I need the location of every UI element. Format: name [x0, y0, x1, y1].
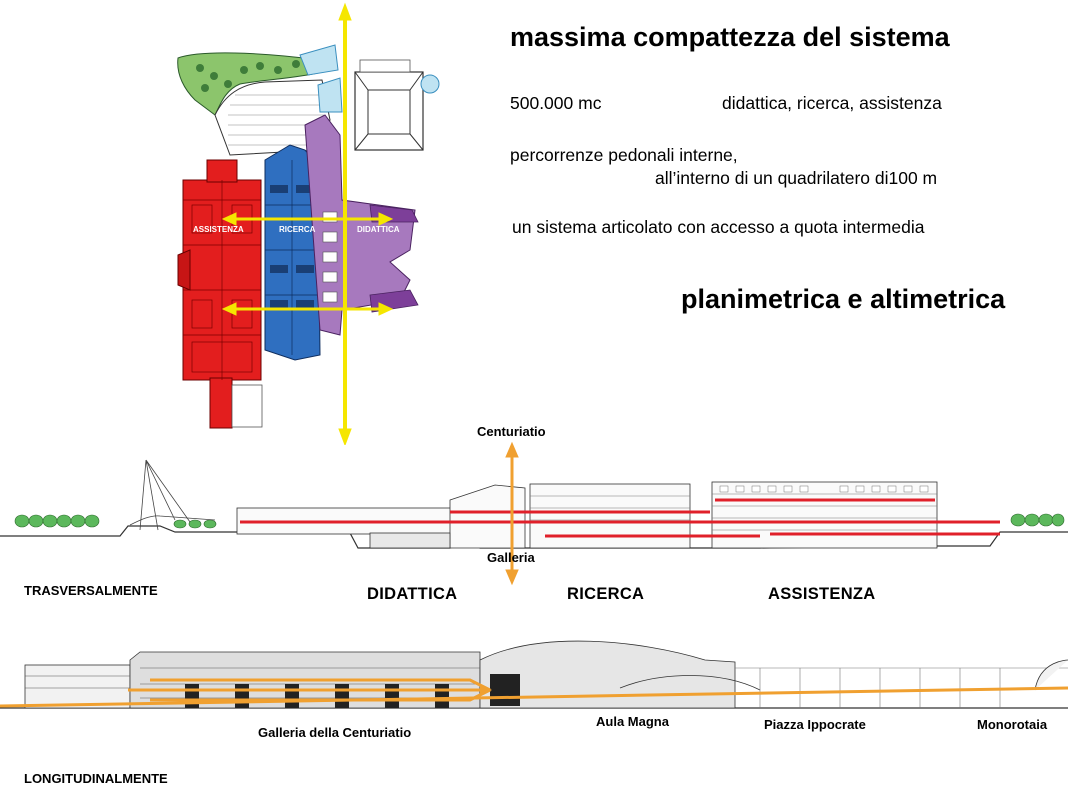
galleria-centuriatio-label: Galleria della Centuriatio	[258, 725, 412, 740]
trasversalmente-label: TRASVERSALMENTE	[24, 583, 158, 598]
trees-left	[14, 514, 100, 528]
centuriatio-label: Centuriatio	[477, 424, 546, 439]
zone-label-assistenza: ASSISTENZA	[768, 585, 876, 603]
green-park-area	[177, 52, 323, 116]
trees-right	[1010, 513, 1065, 527]
square-block	[354, 71, 424, 151]
aula-magna-label: Aula Magna	[596, 714, 669, 729]
main-heading: massima compattezza del sistema	[510, 22, 950, 52]
zone-label-ricerca: RICERCA	[567, 585, 645, 603]
yellow-axis-arrows	[221, 2, 394, 445]
galleria-label: Galleria	[487, 550, 535, 565]
site-plan-drawing: ASSISTENZA RICERCA DIDATTICA	[177, 2, 440, 445]
plan-label-didattica: DIDATTICA	[357, 225, 400, 234]
system-text: un sistema articolato con accesso a quot…	[512, 217, 925, 237]
paths-text-line1: percorrenze pedonali interne,	[510, 145, 738, 165]
red-path-lines	[240, 498, 1000, 538]
glass-canopy-2	[317, 77, 343, 113]
ricerca-block	[264, 144, 321, 361]
volume-text: 500.000 mc	[510, 93, 602, 113]
monorail-dome	[1034, 659, 1068, 691]
assistenza-block	[177, 159, 263, 429]
piazza-ippocrate-label: Piazza Ippocrate	[764, 717, 866, 732]
plan-label-ricerca: RICERCA	[279, 225, 316, 234]
sub-heading: planimetrica e altimetrica	[681, 284, 1006, 314]
functions-text: didattica, ricerca, assistenza	[722, 93, 942, 113]
round-pavilion	[420, 74, 440, 94]
plan-label-assistenza: ASSISTENZA	[193, 225, 244, 234]
zone-label-didattica: DIDATTICA	[367, 585, 458, 603]
monorotaia-label: Monorotaia	[977, 717, 1048, 732]
paths-text-line2: all’interno di un quadrilatero di100 m	[655, 168, 938, 188]
orange-path-lines	[0, 678, 1068, 708]
longitudinalmente-label: LONGITUDINALMENTE	[24, 771, 168, 786]
glass-canopy	[299, 44, 339, 76]
